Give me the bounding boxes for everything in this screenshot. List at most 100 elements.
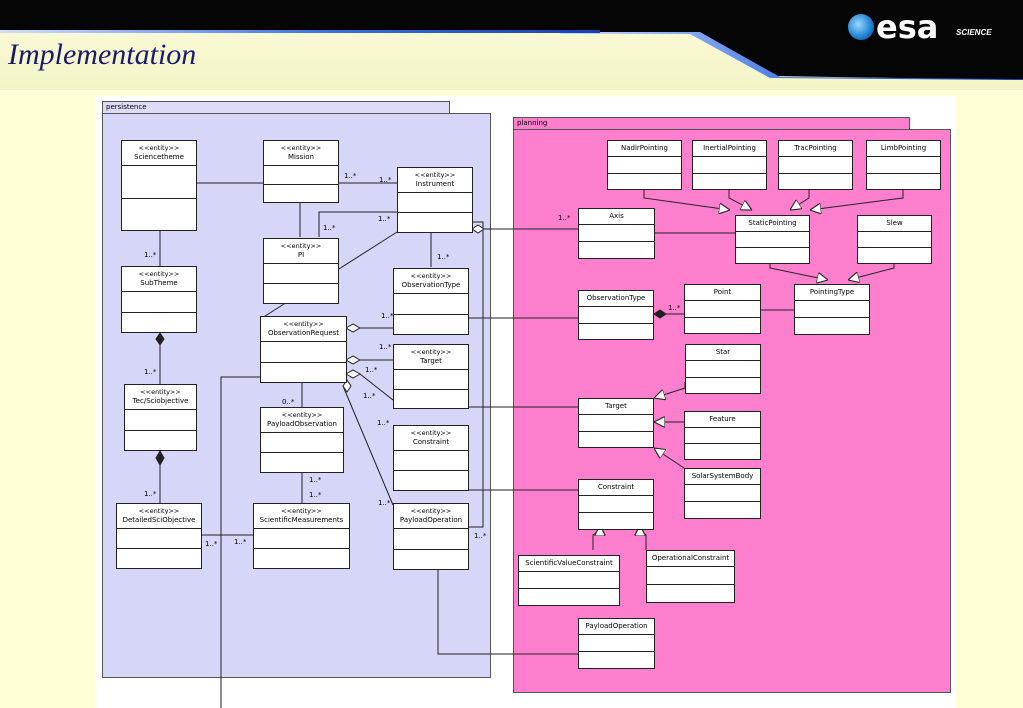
- class-observation-request[interactable]: <<entity>>ObservationRequest: [260, 316, 347, 383]
- stereotype: <<entity>>: [138, 144, 180, 152]
- stereotype: <<entity>>: [410, 429, 452, 437]
- class-name: Slew: [886, 219, 903, 227]
- package-tab-planning: planning: [513, 117, 910, 130]
- class-trac-pointing[interactable]: TracPointing: [778, 140, 853, 190]
- header-blue-wedge: [0, 30, 1023, 80]
- multiplicity-label: 1..*: [379, 343, 392, 351]
- class-name: Star: [715, 348, 731, 356]
- attributes-compartment: [122, 165, 196, 198]
- class-name: ScientificValueConstraint: [525, 559, 613, 567]
- class-limb-pointing[interactable]: LimbPointing: [866, 140, 941, 190]
- multiplicity-label: 1..*: [378, 499, 391, 507]
- attributes-compartment: [117, 528, 201, 548]
- attributes-compartment: [254, 528, 349, 548]
- class-name: DetailedSciObjective: [122, 516, 196, 524]
- class-pi[interactable]: <<entity>>PI: [263, 238, 339, 304]
- class-pointing-type[interactable]: PointingType: [794, 284, 870, 335]
- multiplicity-label: 1..*: [377, 419, 390, 427]
- class-name: Mission: [288, 153, 314, 161]
- class-name: Point: [713, 288, 732, 296]
- operations-compartment: [608, 172, 681, 190]
- class-axis[interactable]: Axis: [578, 208, 655, 259]
- attributes-compartment: [398, 192, 472, 212]
- multiplicity-label: 1..*: [363, 392, 376, 400]
- operations-compartment: [261, 361, 346, 383]
- class-solar-system-body[interactable]: SolarSystemBody: [684, 468, 761, 519]
- attributes-compartment: [394, 528, 468, 549]
- class-instrument[interactable]: <<entity>>Instrument: [397, 167, 473, 233]
- attributes-compartment: [858, 231, 931, 247]
- multiplicity-label: 1..*: [323, 224, 336, 232]
- operations-compartment: [254, 548, 349, 568]
- attributes-compartment: [394, 450, 468, 470]
- operations-compartment: [394, 470, 468, 490]
- class-name: LimbPointing: [880, 144, 927, 152]
- attributes-compartment: [579, 224, 654, 241]
- multiplicity-label: 1..*: [668, 304, 681, 312]
- attributes-compartment: [779, 156, 852, 173]
- operations-compartment: [264, 283, 338, 303]
- attributes-compartment: [736, 231, 809, 247]
- multiplicity-label: 1..*: [205, 540, 218, 548]
- attributes-compartment: [579, 634, 654, 651]
- class-name: TracPointing: [794, 144, 837, 152]
- attributes-compartment: [685, 300, 760, 317]
- class-payload-operation-persistence[interactable]: <<entity>>PayloadOperation: [393, 503, 469, 570]
- class-mission[interactable]: <<entity>>Mission: [263, 140, 339, 203]
- class-constraint-planning[interactable]: Constraint: [578, 479, 654, 530]
- operations-compartment: [519, 588, 619, 605]
- class-target-planning[interactable]: Target: [578, 398, 654, 448]
- stereotype: <<entity>>: [410, 348, 452, 356]
- class-sciencetheme[interactable]: <<entity>>Sciencetheme: [121, 140, 197, 231]
- class-name: ObservationType: [586, 294, 646, 302]
- class-name: Target: [605, 402, 627, 410]
- attributes-compartment: [685, 427, 760, 443]
- operations-compartment: [579, 430, 653, 448]
- operations-compartment: [736, 247, 809, 263]
- class-payload-observation[interactable]: <<entity>>PayloadObservation: [260, 407, 344, 473]
- class-scientific-value-constraint[interactable]: ScientificValueConstraint: [518, 555, 620, 606]
- attributes-compartment: [686, 360, 760, 377]
- multiplicity-label: 1..*: [309, 491, 322, 499]
- class-observation-type-planning[interactable]: ObservationType: [578, 290, 654, 340]
- operations-compartment: [779, 172, 852, 190]
- class-payload-operation-planning[interactable]: PayloadOperation: [578, 618, 655, 669]
- class-slew[interactable]: Slew: [857, 215, 932, 264]
- class-name: Feature: [709, 415, 736, 423]
- class-nadir-pointing[interactable]: NadirPointing: [607, 140, 682, 190]
- attributes-compartment: [579, 414, 653, 431]
- class-constraint-persistence[interactable]: <<entity>>Constraint: [393, 425, 469, 491]
- operations-compartment: [398, 212, 472, 232]
- class-name: PayloadOperation: [585, 622, 648, 630]
- operations-compartment: [685, 316, 760, 334]
- class-inertial-pointing[interactable]: InertialPointing: [692, 140, 767, 190]
- class-name: PI: [297, 251, 305, 259]
- class-tec-sciobjective[interactable]: <<entity>>Tec/Sciobjective: [124, 384, 197, 451]
- operations-compartment: [867, 172, 940, 190]
- class-name: InertialPointing: [703, 144, 756, 152]
- class-name: Axis: [609, 212, 624, 220]
- class-feature[interactable]: Feature: [684, 411, 761, 460]
- multiplicity-label: 1..*: [381, 312, 394, 320]
- class-name: Constraint: [597, 483, 635, 491]
- operations-compartment: [693, 172, 766, 190]
- class-name: Tec/Sciobjective: [132, 397, 189, 405]
- class-name: PayloadOperation: [399, 516, 463, 524]
- class-subtheme[interactable]: <<entity>>SubTheme: [121, 266, 197, 333]
- class-target-persistence[interactable]: <<entity>>Target: [393, 344, 469, 409]
- class-observation-type[interactable]: <<entity>>ObservationType: [393, 268, 469, 335]
- attributes-compartment: [579, 495, 653, 512]
- attributes-compartment: [693, 156, 766, 173]
- class-point[interactable]: Point: [684, 284, 761, 334]
- operations-compartment: [858, 247, 931, 263]
- class-star[interactable]: Star: [685, 344, 761, 394]
- attributes-compartment: [685, 484, 760, 501]
- class-detailed-sci-objective[interactable]: <<entity>>DetailedSciObjective: [116, 503, 202, 569]
- class-static-pointing[interactable]: StaticPointing: [735, 215, 810, 264]
- class-name: OperationalConstraint: [651, 554, 730, 562]
- attributes-compartment: [394, 369, 468, 389]
- multiplicity-label: 1..*: [379, 176, 392, 184]
- class-scientific-measurements[interactable]: <<entity>>ScientificMeasurements: [253, 503, 350, 569]
- class-operational-constraint[interactable]: OperationalConstraint: [646, 550, 735, 603]
- operations-compartment: [122, 197, 196, 231]
